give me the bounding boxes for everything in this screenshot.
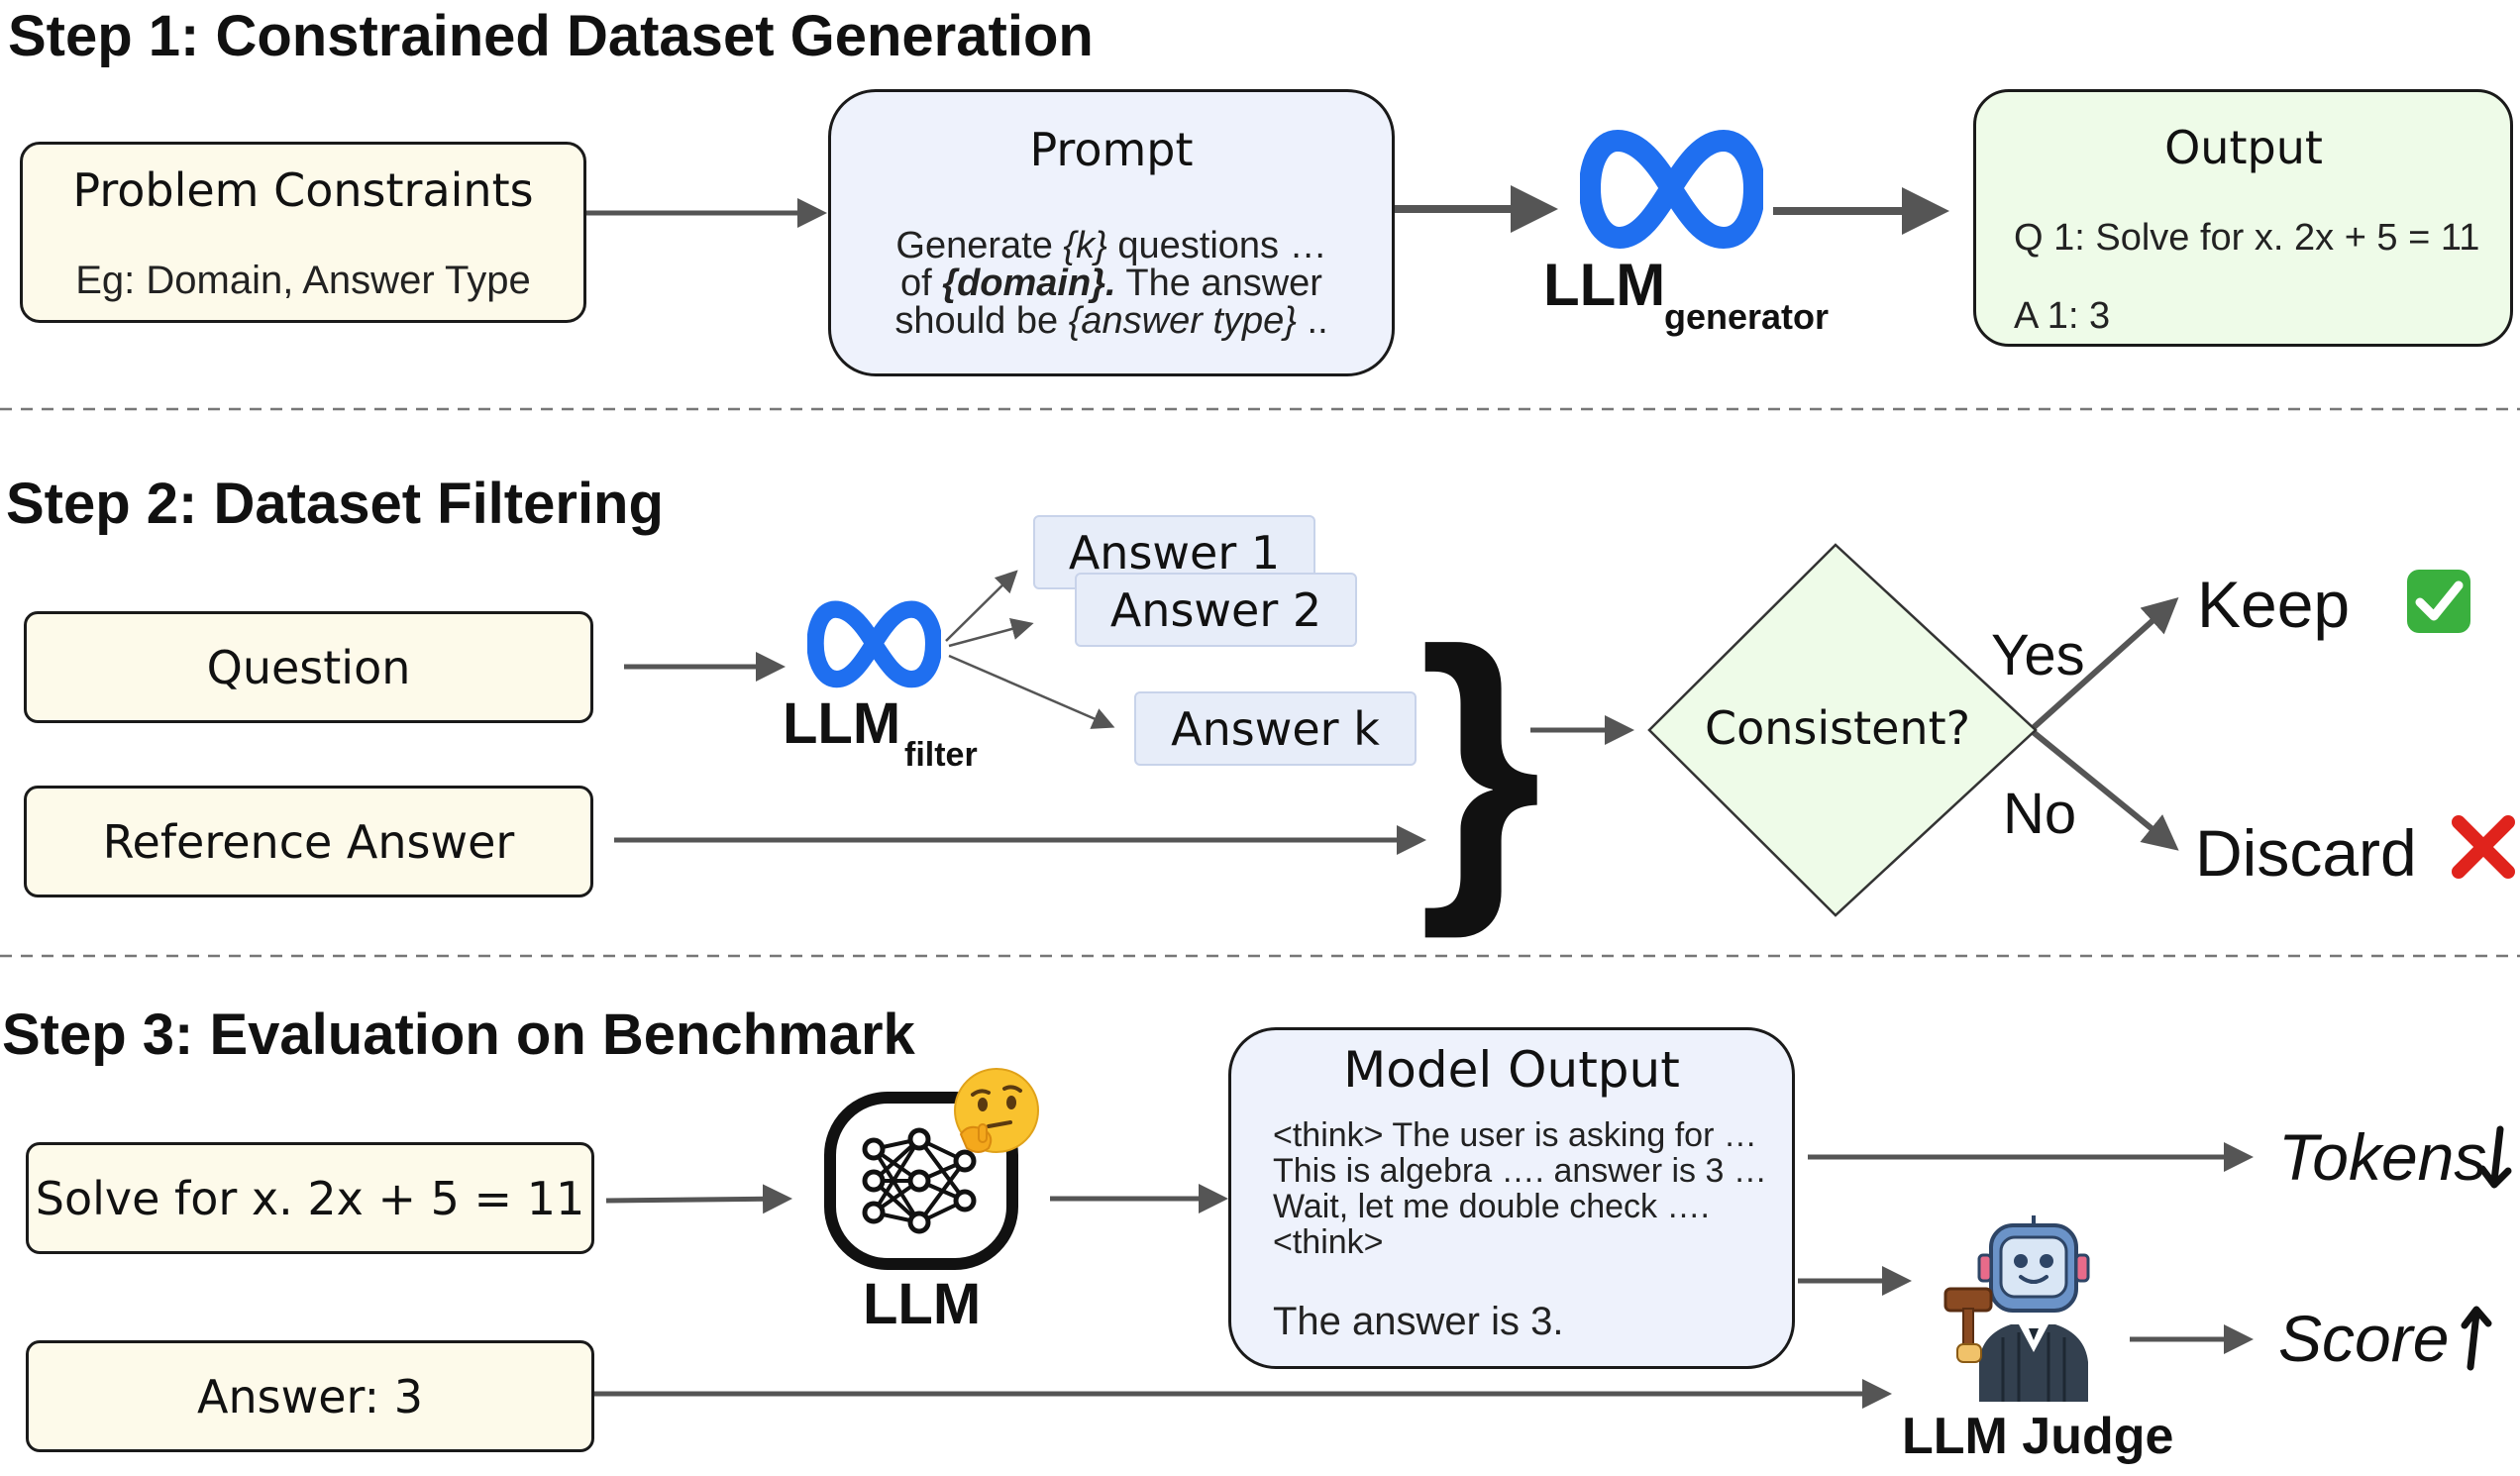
decision-diamond: [1647, 543, 2038, 917]
decision-label: Consistent?: [1704, 701, 1971, 755]
no-label: No: [2003, 782, 2077, 846]
constraints-title: Problem Constraints: [72, 163, 534, 217]
llm-filter-label: LLM: [783, 691, 901, 756]
model-output-line-4: <think>: [1273, 1223, 1384, 1261]
cross-mark-icon: [2452, 815, 2515, 879]
answer-box: Answer: 3: [26, 1340, 594, 1452]
prompt-line-1: Generate {k} questions …: [895, 225, 1327, 266]
llm-filter-subscript: filter: [904, 736, 978, 774]
yes-label: Yes: [1991, 623, 2085, 687]
model-output-line-2: This is algebra …. answer is 3 …: [1273, 1152, 1767, 1190]
prompt-box: Prompt Generate {k} questions … of {doma…: [828, 89, 1395, 376]
meta-infinity-icon: [1580, 130, 1763, 249]
prompt-line-3: should be {answer type} ..: [894, 300, 1328, 342]
problem-box: Solve for x. 2x + 5 = 11: [26, 1142, 594, 1254]
arrow-llm-answer2: [948, 617, 1034, 648]
check-mark-icon: [2407, 570, 2470, 633]
robot-judge-icon: [1943, 1215, 2090, 1402]
tokens-label: Tokens: [2278, 1120, 2487, 1194]
answer-2-box: Answer 2: [1075, 573, 1357, 647]
output-question: Q 1: Solve for x. 2x + 5 = 11: [2014, 217, 2480, 259]
model-output-line-1: <think> The user is asking for …: [1273, 1116, 1757, 1154]
llm-judge-label: LLM Judge: [1902, 1408, 2174, 1465]
constraints-box: Problem Constraints Eg: Domain, Answer T…: [20, 142, 586, 323]
prompt-line-2: of {domain}. The answer: [900, 263, 1322, 304]
model-output-title: Model Output: [1343, 1041, 1680, 1099]
step2-title: Step 2: Dataset Filtering: [6, 472, 664, 536]
arrow-no-discard: [2029, 727, 2179, 851]
prompt-title: Prompt: [1029, 123, 1194, 176]
llm-generator-label: LLM: [1543, 252, 1666, 318]
arrow-llm-answer1: [945, 570, 1018, 642]
step1-title: Step 1: Constrained Dataset Generation: [8, 4, 1094, 68]
model-output-line-3: Wait, let me double check ….: [1273, 1188, 1710, 1225]
llm-label: LLM: [863, 1272, 982, 1336]
model-output-box: Model Output <think> The user is asking …: [1228, 1027, 1795, 1369]
reference-answer-box: Reference Answer: [24, 786, 593, 897]
arrow-problem-llm: [605, 1184, 792, 1214]
prompt-body: Generate {k} questions … of {domain}. Th…: [831, 227, 1392, 340]
arrow-down-icon: [2478, 1125, 2512, 1189]
thinking-face-icon: [954, 1068, 1039, 1153]
question-box: Question: [24, 611, 593, 723]
curly-brace: }: [1418, 584, 1542, 941]
model-output-answer: The answer is 3.: [1273, 1300, 1564, 1343]
output-answer: A 1: 3: [2014, 295, 2111, 337]
keep-label: Keep: [2197, 568, 2351, 641]
output-title: Output: [2164, 121, 2323, 174]
constraints-subtitle: Eg: Domain, Answer Type: [75, 258, 531, 302]
step3-title: Step 3: Evaluation on Benchmark: [2, 1002, 915, 1067]
score-label: Score: [2278, 1302, 2450, 1375]
arrow-yes-keep: [2028, 596, 2179, 733]
answer-k-box: Answer k: [1134, 691, 1417, 766]
llm-generator-subscript: generator: [1664, 296, 1830, 337]
meta-infinity-icon: [807, 600, 941, 688]
model-output-body: <think> The user is asking for … This is…: [1273, 1117, 1767, 1260]
discard-label: Discard: [2195, 816, 2417, 890]
output-box: Output Q 1: Solve for x. 2x + 5 = 11 A 1…: [1973, 89, 2513, 347]
arrow-up-icon: [2461, 1306, 2492, 1371]
arrow-llm-answerk: [948, 654, 1115, 729]
